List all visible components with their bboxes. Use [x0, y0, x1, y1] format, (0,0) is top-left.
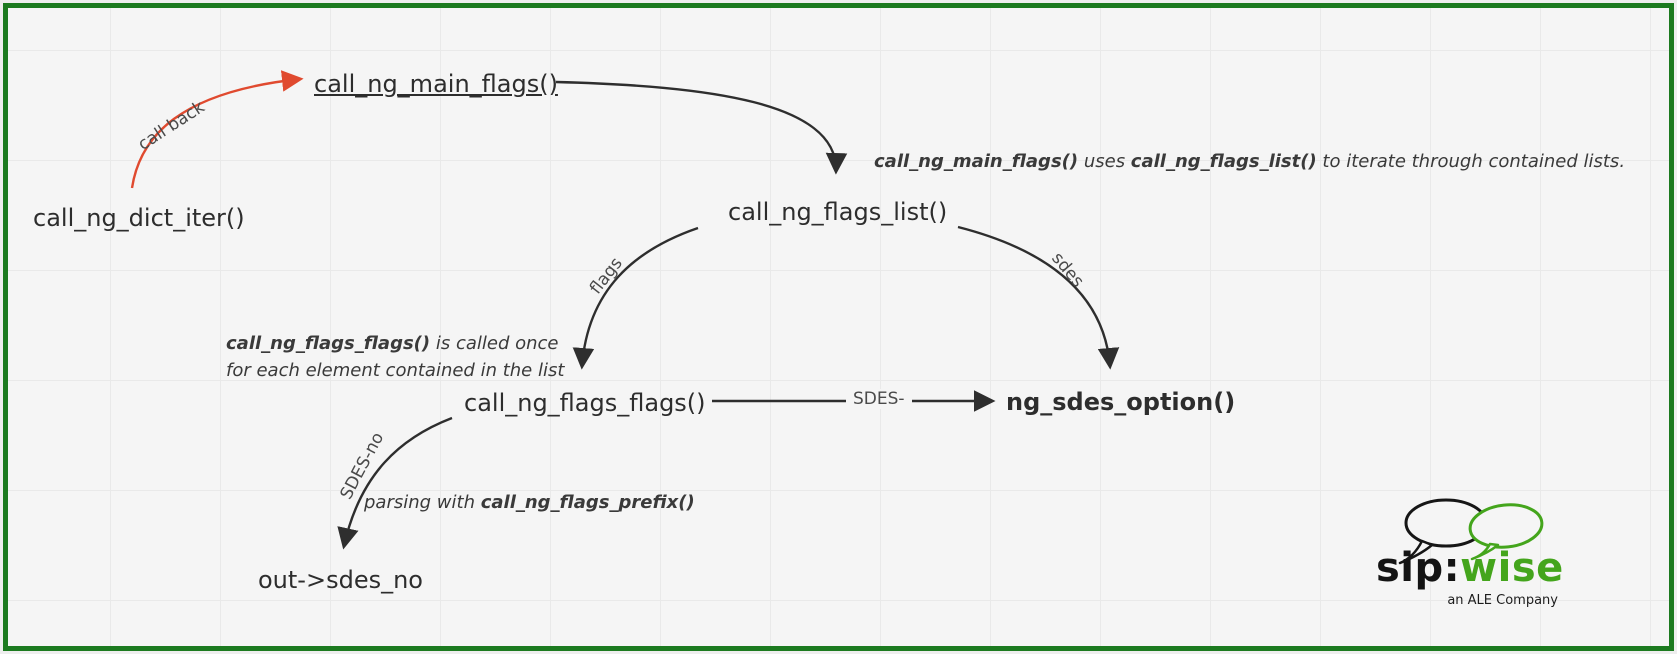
diagram-canvas: call_ng_dict_iter() call_ng_main_flags()… — [3, 3, 1674, 651]
arrow-callback — [130, 70, 304, 189]
node-call-ng-flags-flags: call_ng_flags_flags() — [464, 389, 706, 417]
speech-bubbles-icon — [1398, 498, 1544, 565]
speech-bubble-green-icon — [1468, 503, 1544, 549]
speech-bubble-green-tail-icon — [1470, 542, 1500, 561]
node-call-ng-dict-iter: call_ng_dict_iter() — [33, 204, 245, 232]
arrow-sdes — [957, 225, 1120, 370]
annotation-flags-flags-line2: for each element contained in the list — [226, 360, 565, 381]
annotation-prefix-fn: call_ng_flags_prefix() — [480, 492, 695, 513]
node-ng-sdes-option: ng_sdes_option() — [1006, 388, 1236, 416]
annotation-main-flags-fn2: call_ng_flags_list() — [1130, 151, 1317, 172]
node-call-ng-flags-list: call_ng_flags_list() — [728, 198, 948, 226]
arrow-flags — [572, 226, 699, 370]
logo-subtitle: an ALE Company — [1447, 593, 1558, 608]
sipwise-logo: sip:wise an ALE Company — [1376, 495, 1566, 613]
node-out-sdes-no: out->sdes_no — [258, 566, 423, 594]
annotation-main-flags-fn1: call_ng_main_flags() — [874, 151, 1079, 172]
annotation-flags-flags: call_ng_flags_flags() is called once for… — [226, 330, 564, 384]
annotation-prefix: parsing with call_ng_flags_prefix() — [364, 492, 695, 513]
logo-wise: wise — [1460, 545, 1564, 591]
logo-wordmark: sip:wise — [1376, 545, 1564, 591]
annotation-flags-flags-line1: call_ng_flags_flags() is called once — [226, 333, 559, 354]
arrow-sdes-no — [337, 416, 453, 550]
speech-bubble-black-tail-icon — [1398, 539, 1434, 565]
logo-sip: sip: — [1376, 545, 1461, 591]
arrow-mainflags-to-flagslist — [555, 80, 848, 175]
node-call-ng-main-flags: call_ng_main_flags() — [314, 70, 558, 98]
annotation-main-flags: call_ng_main_flags() uses call_ng_flags_… — [874, 151, 1626, 172]
edge-label-sdes-dash: SDES- — [846, 389, 912, 409]
